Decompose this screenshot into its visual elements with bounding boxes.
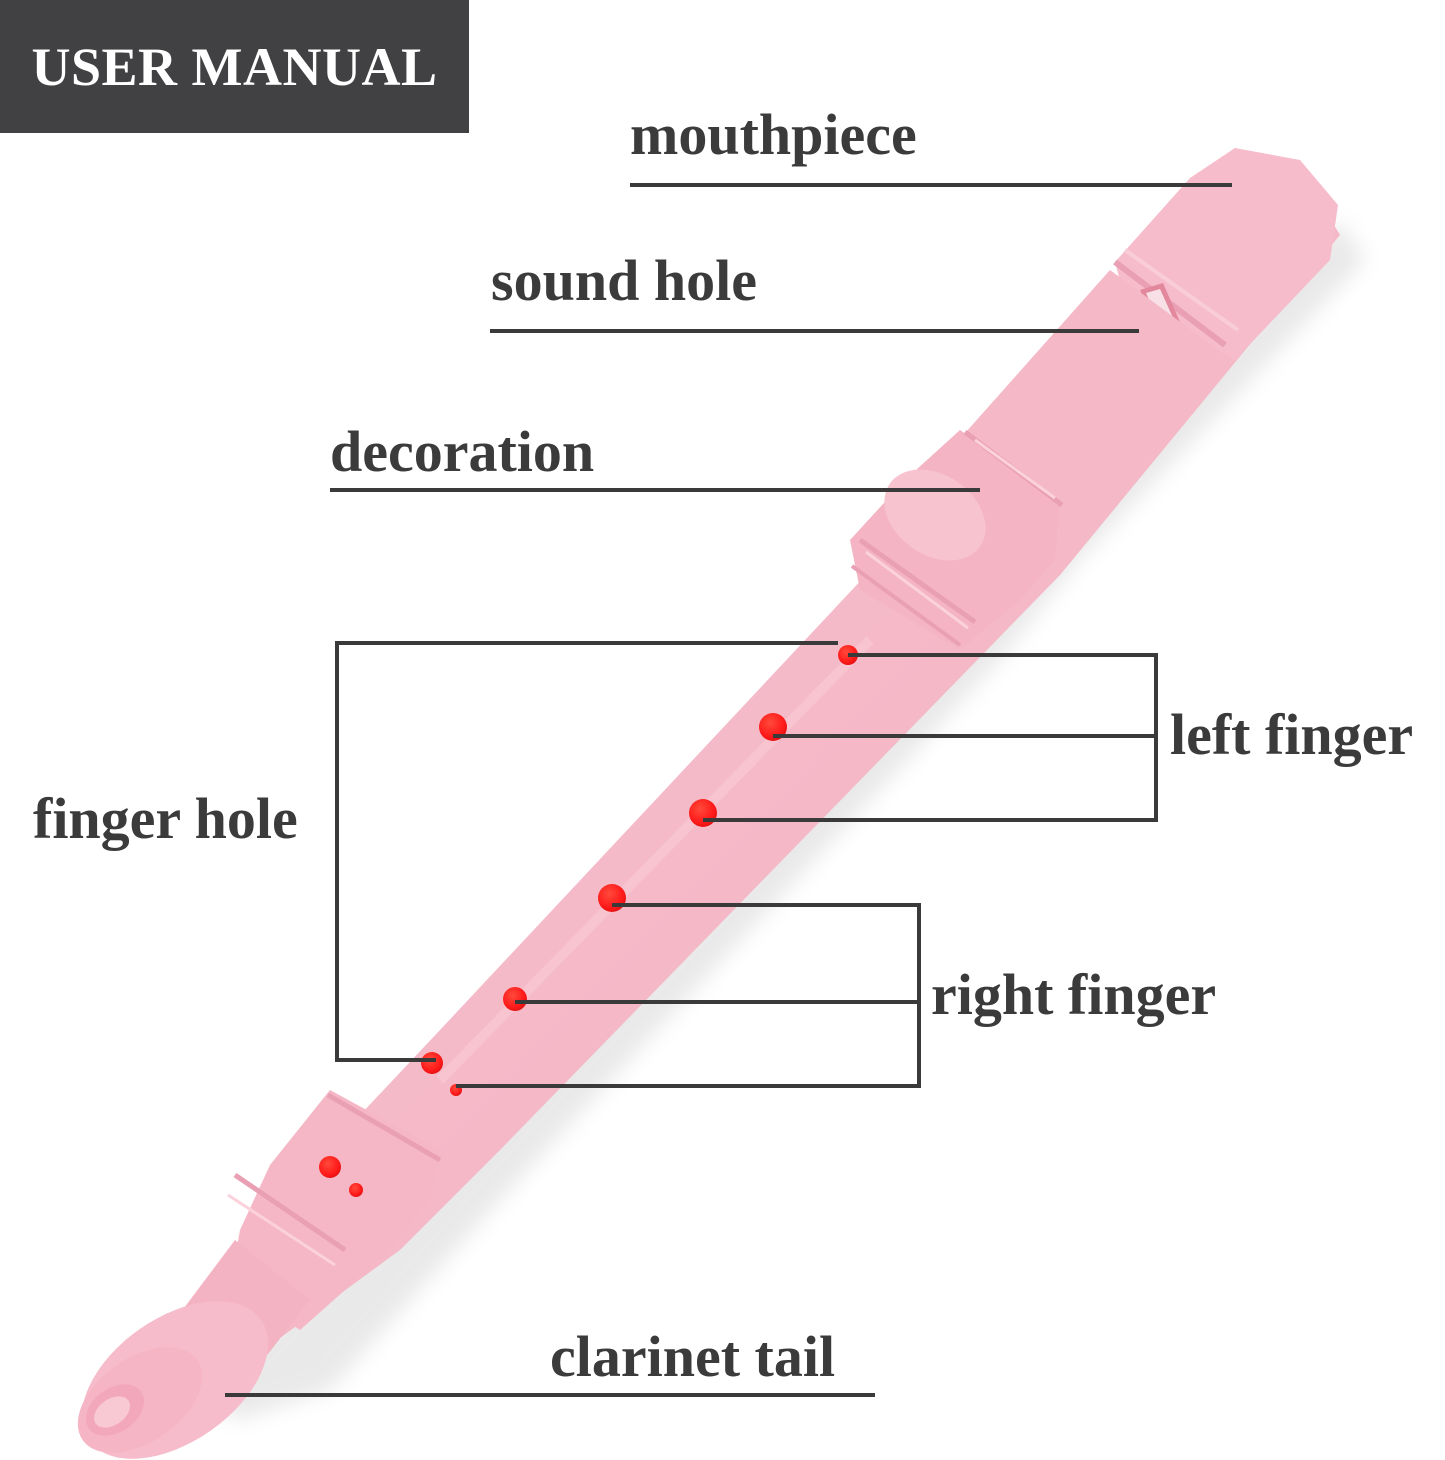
title-banner: USER MANUAL <box>0 0 469 133</box>
finger-hole-6 <box>421 1052 443 1074</box>
finger-holes <box>319 645 858 1197</box>
label-finger-hole: finger hole <box>33 786 298 851</box>
finger-hole-5 <box>503 987 527 1011</box>
finger-hole-3 <box>689 799 717 827</box>
finger-hole-4 <box>598 884 626 912</box>
foot-hole-large <box>319 1156 341 1178</box>
right-finger-bracket <box>456 903 921 1088</box>
foot-joint <box>230 1090 440 1330</box>
label-right-finger: right finger <box>931 962 1217 1027</box>
foot-hole-small <box>349 1183 363 1197</box>
label-mouthpiece: mouthpiece <box>630 102 917 167</box>
label-sound-hole: sound hole <box>491 248 757 313</box>
label-decoration: decoration <box>330 419 595 484</box>
page-title: USER MANUAL <box>31 36 438 97</box>
clarinet-tail-bell <box>77 1301 269 1459</box>
leader-lines <box>225 183 1232 1397</box>
label-clarinet-tail: clarinet tail <box>550 1324 836 1389</box>
recorder-body <box>77 148 1340 1459</box>
label-left-finger: left finger <box>1170 702 1414 767</box>
finger-hole-bracket <box>335 641 838 1062</box>
